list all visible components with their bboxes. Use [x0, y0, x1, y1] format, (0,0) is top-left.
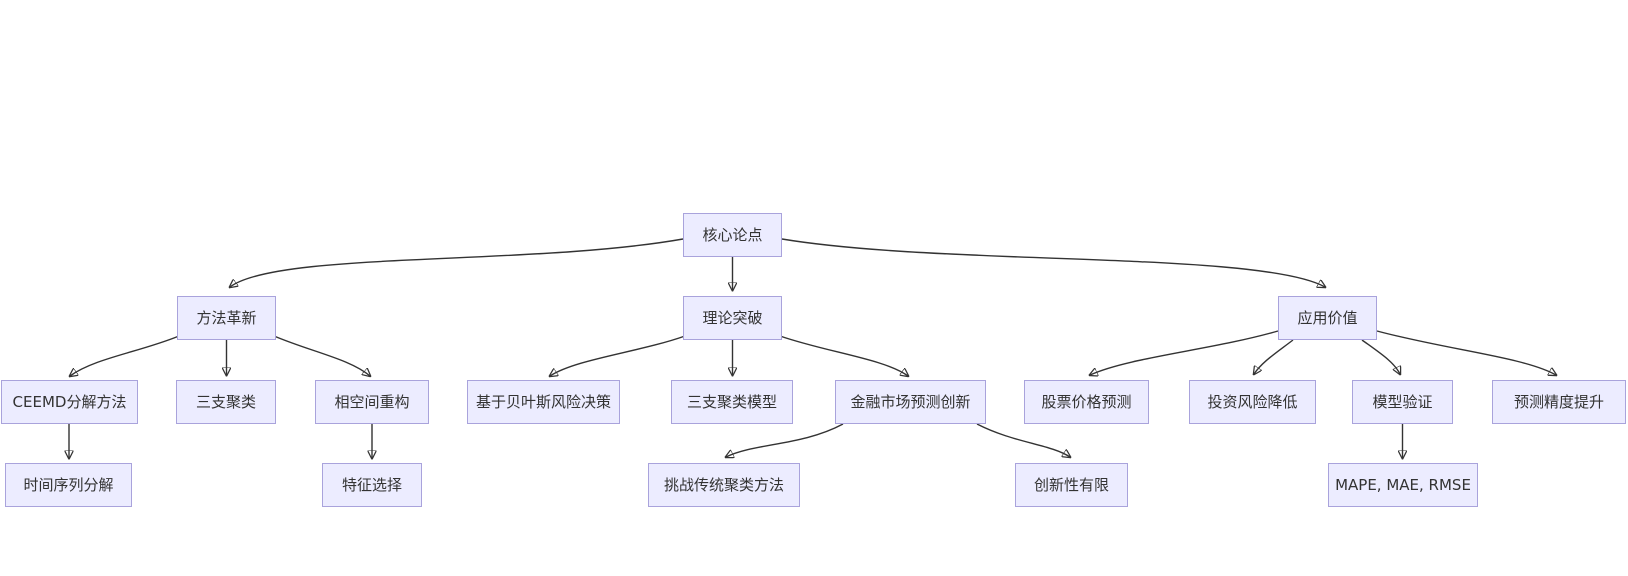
node-ceemd-decomposition: CEEMD分解方法 [1, 380, 138, 424]
edge-core-method-innovation [230, 238, 684, 287]
node-stock-price-prediction: 股票价格预测 [1024, 380, 1149, 424]
edge-application-stock [1090, 330, 1279, 375]
node-core: 核心论点 [683, 213, 782, 257]
edge-theory-bayes [550, 335, 686, 376]
node-application-value: 应用价值 [1278, 296, 1377, 340]
node-time-series-decomposition: 时间序列分解 [5, 463, 132, 507]
edge-method-ceemd [70, 335, 180, 376]
edge-theory-financial [779, 335, 908, 376]
node-forecast-precision-improvement: 预测精度提升 [1492, 380, 1626, 424]
edge-application-validation [1361, 339, 1400, 374]
edge-application-precision [1376, 330, 1556, 375]
edge-financial-limited [976, 423, 1070, 457]
node-theory-breakthrough: 理论突破 [683, 296, 782, 340]
edge-application-risk [1254, 339, 1294, 374]
node-feature-selection: 特征选择 [322, 463, 422, 507]
node-phase-space-reconstruction: 相空间重构 [315, 380, 429, 424]
node-bayes-risk-decision: 基于贝叶斯风险决策 [467, 380, 620, 424]
node-metrics: MAPE, MAE, RMSE [1328, 463, 1478, 507]
node-challenge-traditional-clustering: 挑战传统聚类方法 [648, 463, 800, 507]
edge-financial-challenge [726, 423, 844, 457]
node-financial-market-forecast-innovation: 金融市场预测创新 [835, 380, 986, 424]
edge-core-application-value [781, 238, 1325, 287]
node-three-way-clustering-model: 三支聚类模型 [671, 380, 793, 424]
node-investment-risk-reduction: 投资风险降低 [1189, 380, 1316, 424]
edge-method-phase-space [273, 335, 370, 376]
node-limited-innovation: 创新性有限 [1015, 463, 1128, 507]
node-model-validation: 模型验证 [1352, 380, 1453, 424]
node-method-innovation: 方法革新 [177, 296, 276, 340]
node-three-way-clustering: 三支聚类 [176, 380, 276, 424]
